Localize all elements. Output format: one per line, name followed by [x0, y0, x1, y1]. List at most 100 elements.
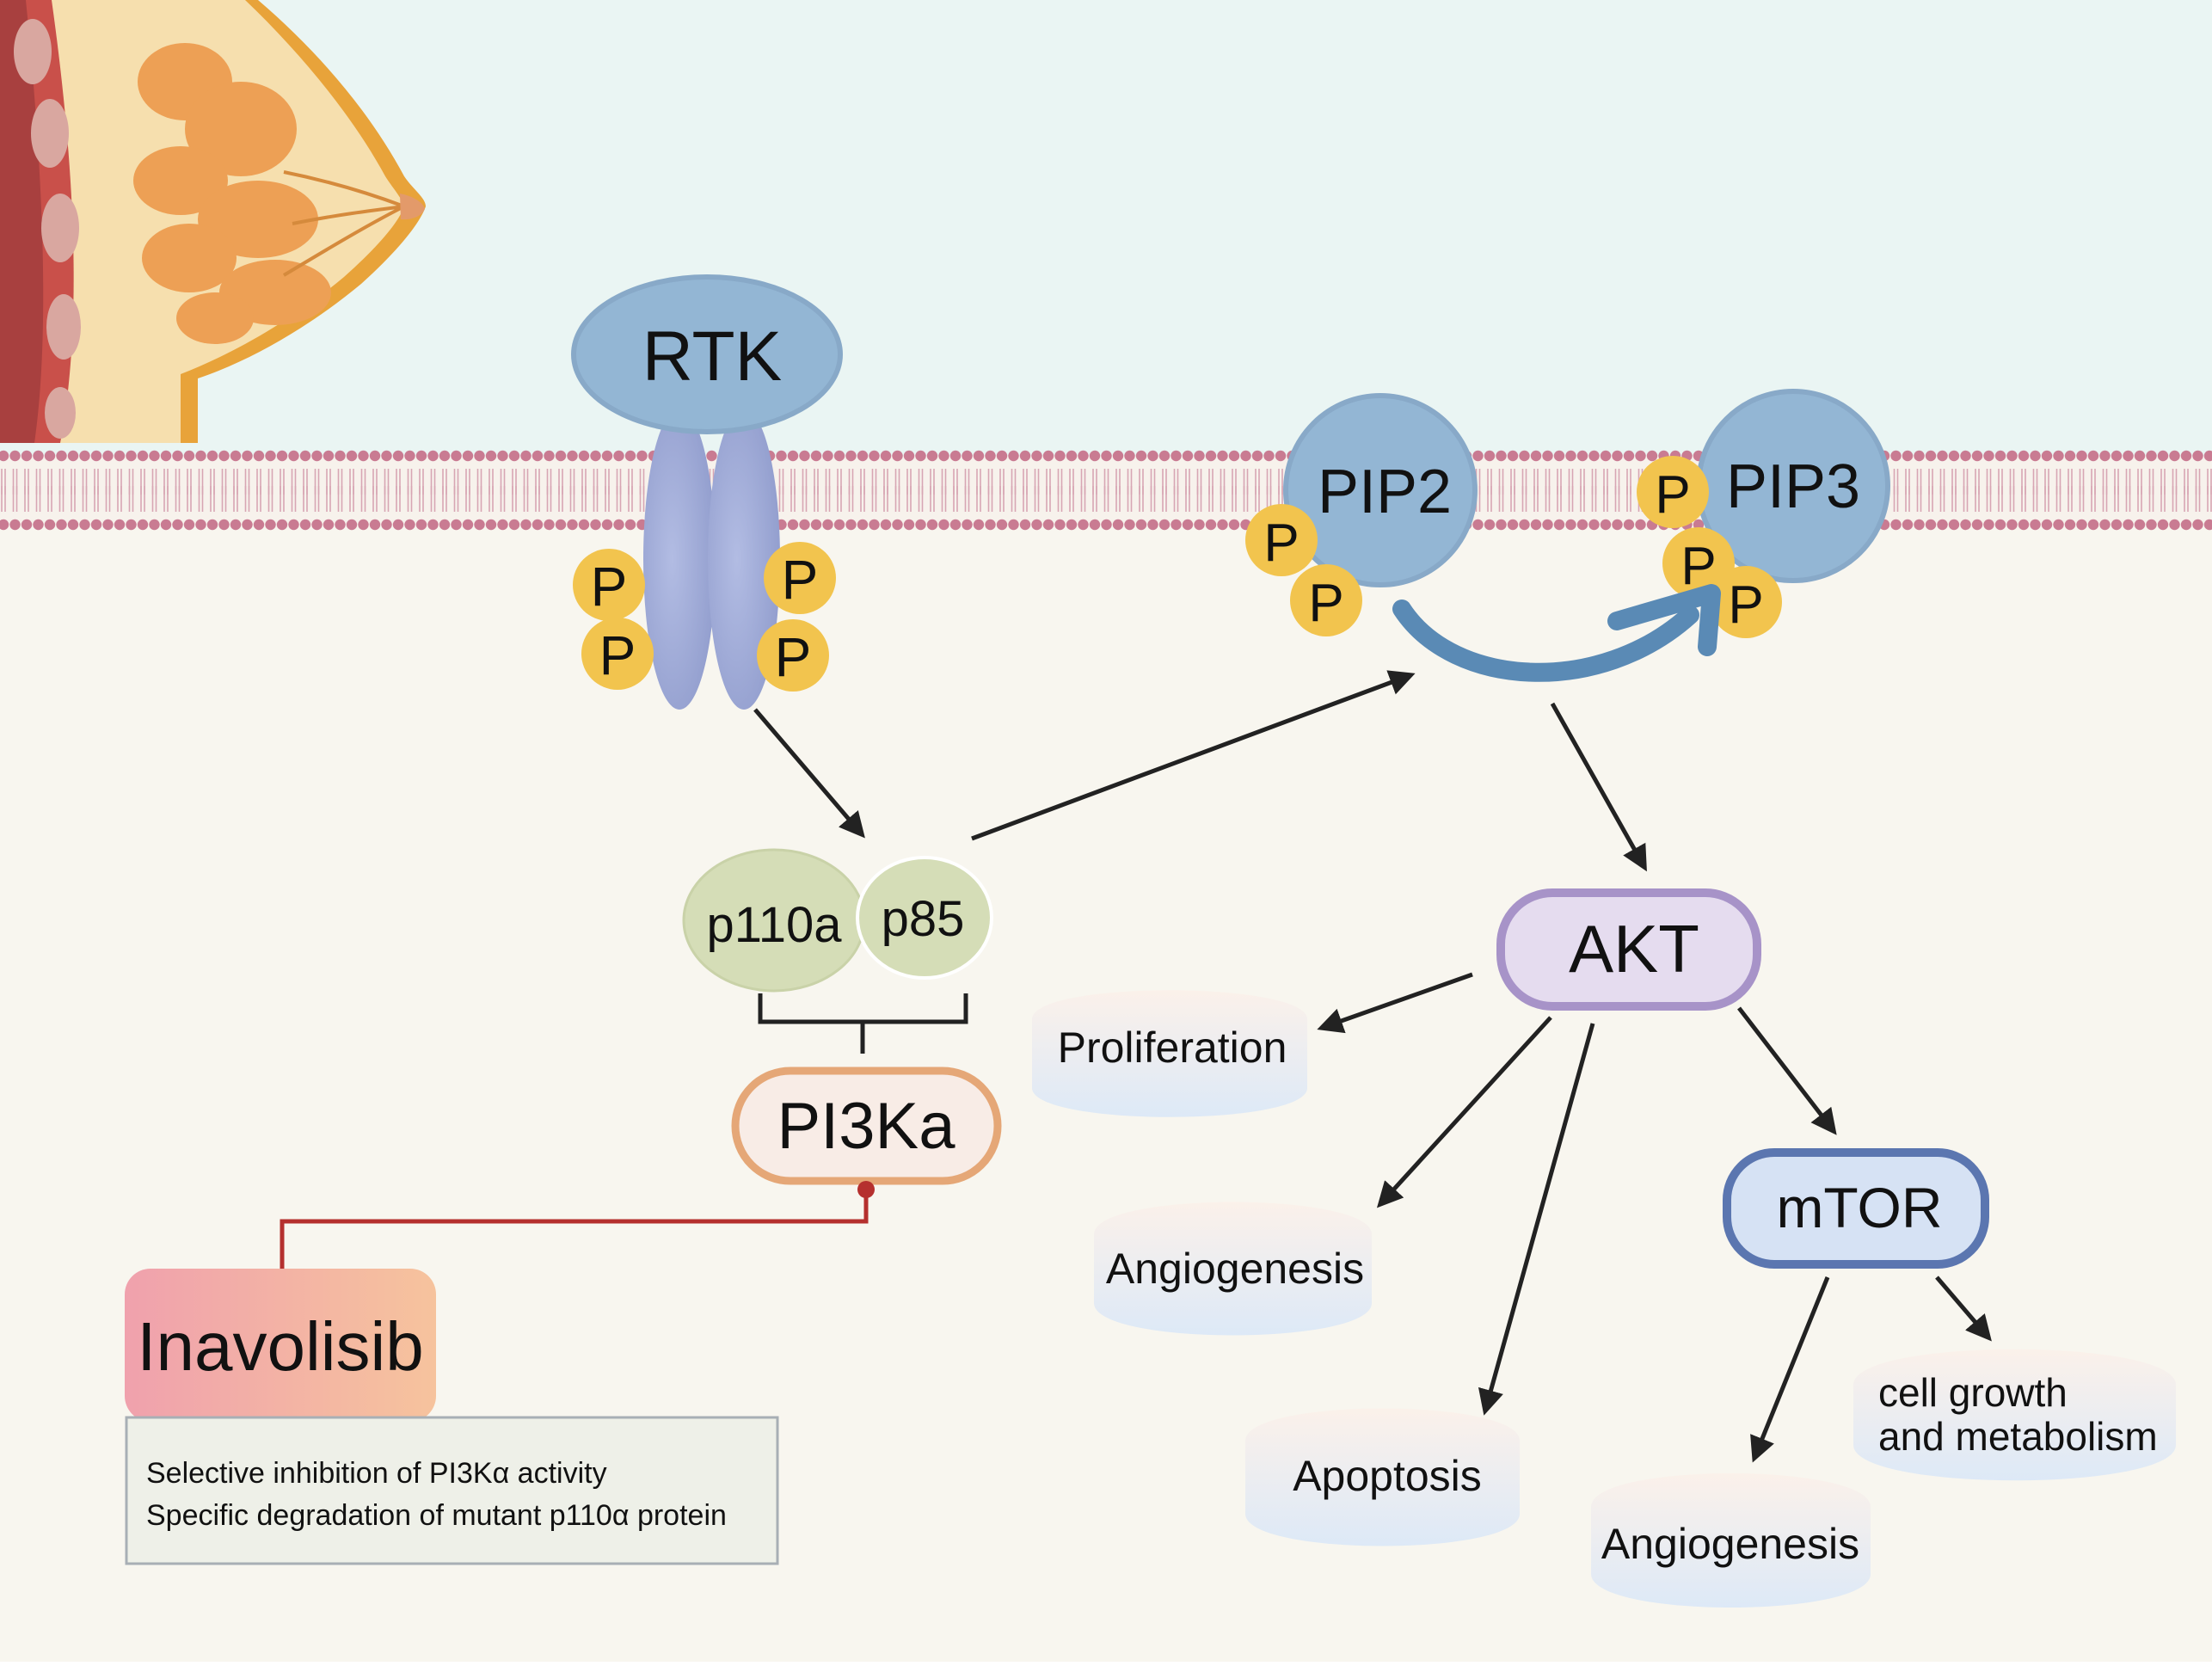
lipid-head — [1158, 519, 1171, 531]
pip3-label: PIP3 — [1726, 452, 1860, 521]
lipid-tail — [1916, 486, 1922, 512]
lipid-tail — [1103, 486, 1109, 512]
lipid-head — [2146, 450, 2157, 462]
lipid-head — [9, 450, 21, 462]
lipid-head — [44, 519, 56, 531]
lipid-head — [2180, 519, 2192, 531]
lipid-tail — [430, 486, 436, 512]
lipid-head — [1078, 450, 1089, 462]
lipid-tail — [1011, 486, 1017, 512]
lipid-tail — [837, 486, 842, 512]
lipid-head — [474, 519, 485, 531]
outcome-label: Proliferation — [1058, 1024, 1287, 1072]
lipid-tail — [2114, 486, 2119, 512]
lipid-head — [1623, 450, 1635, 462]
lipid-tail — [987, 486, 993, 512]
lipid-head — [242, 519, 253, 531]
lipid-head — [2192, 450, 2203, 462]
lipid-head — [195, 519, 206, 531]
lipid-head — [1066, 450, 1078, 462]
outcome-proliferation: Proliferation — [1032, 990, 1307, 1117]
lipid-head — [880, 519, 892, 531]
lipid-head — [810, 519, 822, 531]
arrow-rtk-to-pi3k — [753, 708, 865, 839]
lipid-head — [624, 519, 636, 531]
lipid-head — [2006, 519, 2018, 531]
lipid-head — [172, 450, 183, 462]
lipid-tail — [1092, 486, 1097, 512]
lipid-tail — [244, 486, 250, 512]
lipid-head — [1948, 519, 1960, 531]
lipid-head — [2030, 450, 2041, 462]
description-line: Specific degradation of mutant p110α pro… — [146, 1499, 727, 1532]
lipid-head — [1994, 450, 2006, 462]
lipid-head — [706, 450, 717, 462]
lipid-head — [427, 450, 439, 462]
lipid-head — [404, 450, 415, 462]
lipid-tail — [1255, 486, 1260, 512]
lipid-head — [1971, 519, 1983, 531]
lipid-head — [67, 519, 79, 531]
lipid-head — [1472, 519, 1484, 531]
lipid-tail — [2137, 486, 2142, 512]
lipid-head — [160, 519, 172, 531]
lipid-head — [857, 519, 869, 531]
lipid-head — [1600, 519, 1612, 531]
lipid-head — [439, 519, 451, 531]
lipid-head — [288, 450, 299, 462]
lipid-head — [1519, 450, 1530, 462]
lipid-tail — [163, 486, 169, 512]
lipid-head — [926, 450, 938, 462]
lipid-head — [962, 519, 973, 531]
outcome-apoptosis: Apoptosis — [1245, 1408, 1520, 1546]
lipid-tail — [790, 486, 796, 512]
lipid-head — [126, 450, 137, 462]
lipid-head — [2134, 450, 2146, 462]
lipid-head — [415, 519, 427, 531]
lipid-head — [381, 450, 392, 462]
lipid-head — [1519, 519, 1530, 531]
rtk-head — [571, 274, 843, 434]
lipid-head — [451, 519, 462, 531]
inhibition-dot — [857, 1181, 875, 1198]
lipid-tail — [1127, 486, 1133, 512]
outcome-label: cell growth — [1878, 1370, 2068, 1415]
rtk-phosphate — [757, 619, 829, 692]
lipid-head — [311, 519, 323, 531]
lipid-head — [1078, 519, 1089, 531]
lipid-head — [1008, 519, 1019, 531]
lipid-head — [21, 519, 33, 531]
lipid-tail — [221, 486, 227, 512]
lipid-tail — [1510, 486, 1515, 512]
lipid-head — [346, 450, 358, 462]
rtk-phosphate-label: P — [591, 556, 628, 618]
lipid-tail — [1232, 486, 1237, 512]
lipid-head — [1902, 450, 1914, 462]
pip3-molecule: PIP3 P P P — [1637, 389, 1890, 638]
lipid-tail — [814, 486, 819, 512]
lipid-tail — [523, 486, 529, 512]
lipid-tail — [546, 486, 552, 512]
lipid-head — [1042, 519, 1054, 531]
lipid-head — [1565, 450, 1576, 462]
lipid-tail — [941, 486, 947, 512]
outcome-cloud — [1853, 1349, 2176, 1481]
lipid-tail — [535, 486, 540, 512]
lipid-head — [149, 450, 160, 462]
lipid-tail — [291, 486, 297, 512]
lipid-tail — [639, 486, 645, 512]
lipid-tail — [82, 486, 88, 512]
lipid-head — [381, 519, 392, 531]
lipid-head — [985, 519, 996, 531]
lipid-tail — [1533, 486, 1539, 512]
lipid-tail — [569, 486, 575, 512]
lipid-head — [845, 450, 857, 462]
lipid-head — [1101, 519, 1112, 531]
lipid-tail — [1196, 486, 1202, 512]
lipid-head — [776, 450, 787, 462]
lipid-tail — [1626, 486, 1631, 512]
lipid-head — [497, 519, 508, 531]
inhibition-line — [280, 1181, 875, 1269]
lipid-tail — [372, 486, 378, 512]
signal-arrows — [753, 670, 1992, 1463]
